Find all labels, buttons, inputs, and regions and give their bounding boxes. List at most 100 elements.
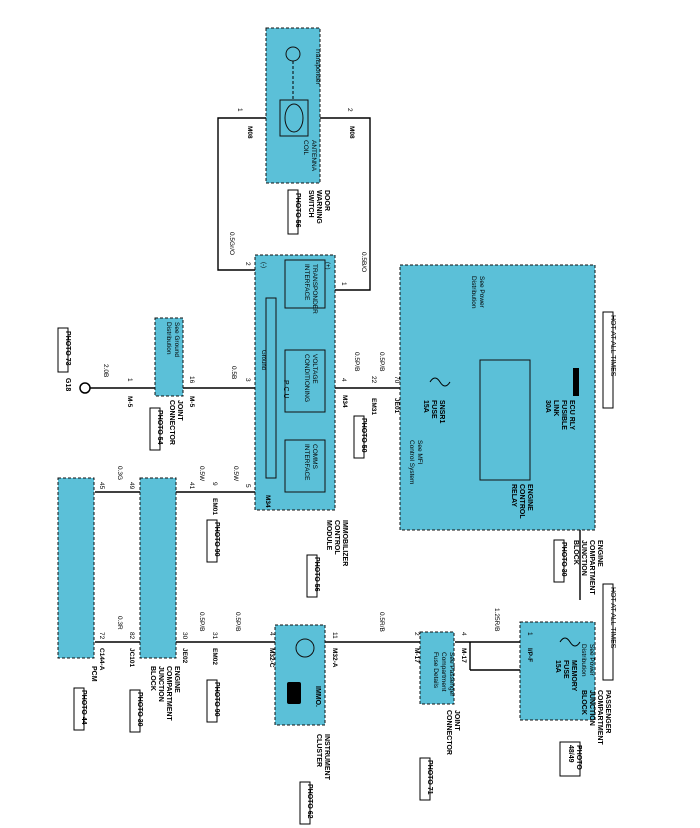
antenna-coil-icon: [284, 103, 304, 133]
instrument-cluster: IMMO. INSTRUMENT CLUSTER PHOTO 62: [274, 624, 330, 825]
snsr-3: 15A: [422, 400, 429, 413]
ecjb-l-1: ENGINE: [173, 666, 180, 693]
fl-3: LINK: [552, 400, 559, 416]
pcm-box: [57, 477, 95, 659]
ic-indicator-icon: [295, 638, 315, 658]
door-warning-switch-box: [265, 27, 321, 184]
snsr-1: SNSR1: [438, 400, 445, 423]
ic-2: CLUSTER: [315, 734, 322, 767]
spc-2: Compartment: [440, 652, 447, 692]
pin-ic-4: 4: [268, 632, 275, 636]
engine-compartment-jb: HOT AT ALL TIMES See Power Distribution …: [399, 264, 616, 595]
pcjb-3: JUNCTION: [588, 690, 595, 726]
immo-icon: [287, 682, 301, 704]
ecjb-3: JUNCTION: [580, 540, 587, 576]
pcjb-4: BLOCK: [580, 690, 587, 715]
wire-label-w12: 0.3R: [116, 616, 123, 630]
photo-71-box: [419, 757, 431, 801]
coil-label: COIL: [302, 140, 309, 156]
icm-line2: CONTROL: [333, 520, 340, 555]
photo-56b: PHOTO 56: [313, 557, 320, 592]
photo-56a-box: [287, 189, 299, 235]
ecr-2: CONTROL: [518, 484, 525, 519]
pin-je01-70: 70: [393, 376, 400, 384]
pin-ic-11: 11: [331, 632, 338, 639]
fl-1: ECU RLY: [568, 400, 575, 430]
snsr-2: FUSE: [430, 400, 437, 419]
wire-label-w4: 0.5P/B: [353, 352, 360, 372]
conn-m5-b: M-5: [126, 396, 133, 408]
vc-line2: CONDITIONING: [303, 354, 310, 402]
pin-jc-45: 45: [98, 482, 105, 490]
photo-50-box: [353, 415, 365, 459]
photo-44-box: [73, 687, 85, 731]
pin-icm-1: 1: [340, 282, 347, 286]
minus-label: (-): [260, 262, 266, 268]
photo-4849-2: 48/49: [567, 745, 574, 763]
pin-em01-9: 9: [211, 482, 218, 486]
pin-m5-1: 1: [126, 378, 133, 382]
icm-line3: MODULE: [325, 520, 332, 551]
mfi-2: Control System: [408, 440, 415, 484]
pin-c144-72: 72: [98, 632, 105, 640]
conn-m32a: M32-A: [331, 648, 338, 668]
door-warning-switch: Transponder ANTENNA COIL DOOR WARNING SW…: [265, 27, 330, 235]
pin-icm-4: 4: [340, 378, 347, 382]
wire-label-w6: 2.0B: [102, 364, 109, 377]
connector-labels: M08 M08 M34 M34 JE01 EM31 M-5 M-5 EM01 J…: [98, 126, 533, 671]
pcjb-power-1: See Power: [588, 644, 595, 677]
pcjb-box: [519, 621, 596, 721]
hot-label: HOT AT ALL TIMES: [609, 315, 616, 377]
conn-em02: EM02: [211, 648, 218, 665]
wire-label-w9: 0.3G: [116, 466, 123, 480]
pin-ipf-1: 1: [526, 632, 533, 636]
jc-m17-box: [419, 631, 455, 705]
conn-je02: JE02: [181, 648, 188, 664]
conn-m08-right: M08: [348, 126, 355, 139]
see-power-2: Distribution: [470, 276, 477, 309]
photo-56a: PHOTO 56: [294, 193, 301, 228]
ecjb-l-2: COMPARTMENT: [165, 666, 172, 721]
photo-30a-box: [553, 539, 565, 583]
pin-m17-4: 4: [460, 632, 467, 636]
ecjb-1: ENGINE: [596, 540, 603, 567]
ecr-1: ENGINE: [526, 484, 533, 511]
pin-je02-30: 30: [181, 632, 188, 640]
vc-line1: VOLTAGE: [311, 354, 318, 384]
pin-numbers: 1 2 2 1 3 4 5 70 22 16 1 41 9 49 45 30 3…: [98, 108, 533, 640]
ic-1: INSTRUMENT: [323, 734, 330, 781]
wire-label-w5: 0.5B: [230, 366, 237, 379]
conn-m5-a: M-5: [188, 396, 195, 408]
joint-connector-m5: See Ground Distribution JOINT CONNECTOR …: [57, 317, 184, 451]
photo-90a: PHOTO 90: [213, 522, 220, 557]
conn-m17-a: M-17: [413, 648, 420, 663]
conn-m34-top: M34: [341, 395, 348, 408]
conn-em01: EM01: [211, 498, 218, 515]
wire-label-w3: 0.5P/B: [378, 352, 385, 372]
pin-m17-2: 2: [413, 632, 420, 636]
icm-line1: IMMOBILIZER: [341, 520, 348, 566]
pin-em01-41: 41: [188, 482, 195, 490]
photo-73: PHOTO 73: [64, 331, 71, 366]
conn-je01: JE01: [393, 398, 400, 414]
pcu-bar: [265, 297, 277, 479]
immobilizer-control-module: TRANSPONDER INTERFACE VOLTAGE CONDITIONI…: [254, 254, 348, 598]
photo-56b-box: [306, 554, 318, 598]
wire-label-w14: 1.25R/B: [493, 608, 500, 632]
pin-jc101-82: 82: [128, 632, 135, 640]
jc-m17-2: CONNECTOR: [445, 710, 452, 755]
engine-compartment-jb-lower: ENGINE COMPARTMENT JUNCTION BLOCK PHOTO …: [129, 477, 180, 733]
mf-2: FUSE: [562, 660, 569, 679]
photo-4849-1: PHOTO: [575, 745, 582, 770]
pcjb-1: PASSENGER: [604, 690, 611, 733]
ci-line1: COMMS: [311, 444, 318, 470]
wire-label-w2: 0.5B/O: [360, 252, 367, 272]
immo-label: IMMO.: [314, 686, 321, 707]
conn-m32c: M32-C: [268, 648, 275, 668]
wire-0.5Gr/O: [217, 117, 255, 271]
snsr1-fuse-icon: [429, 377, 451, 387]
fusible-link-icon: [573, 368, 579, 396]
conn-ipf: I/P-F: [526, 648, 533, 662]
photo-54-box: [149, 407, 161, 451]
